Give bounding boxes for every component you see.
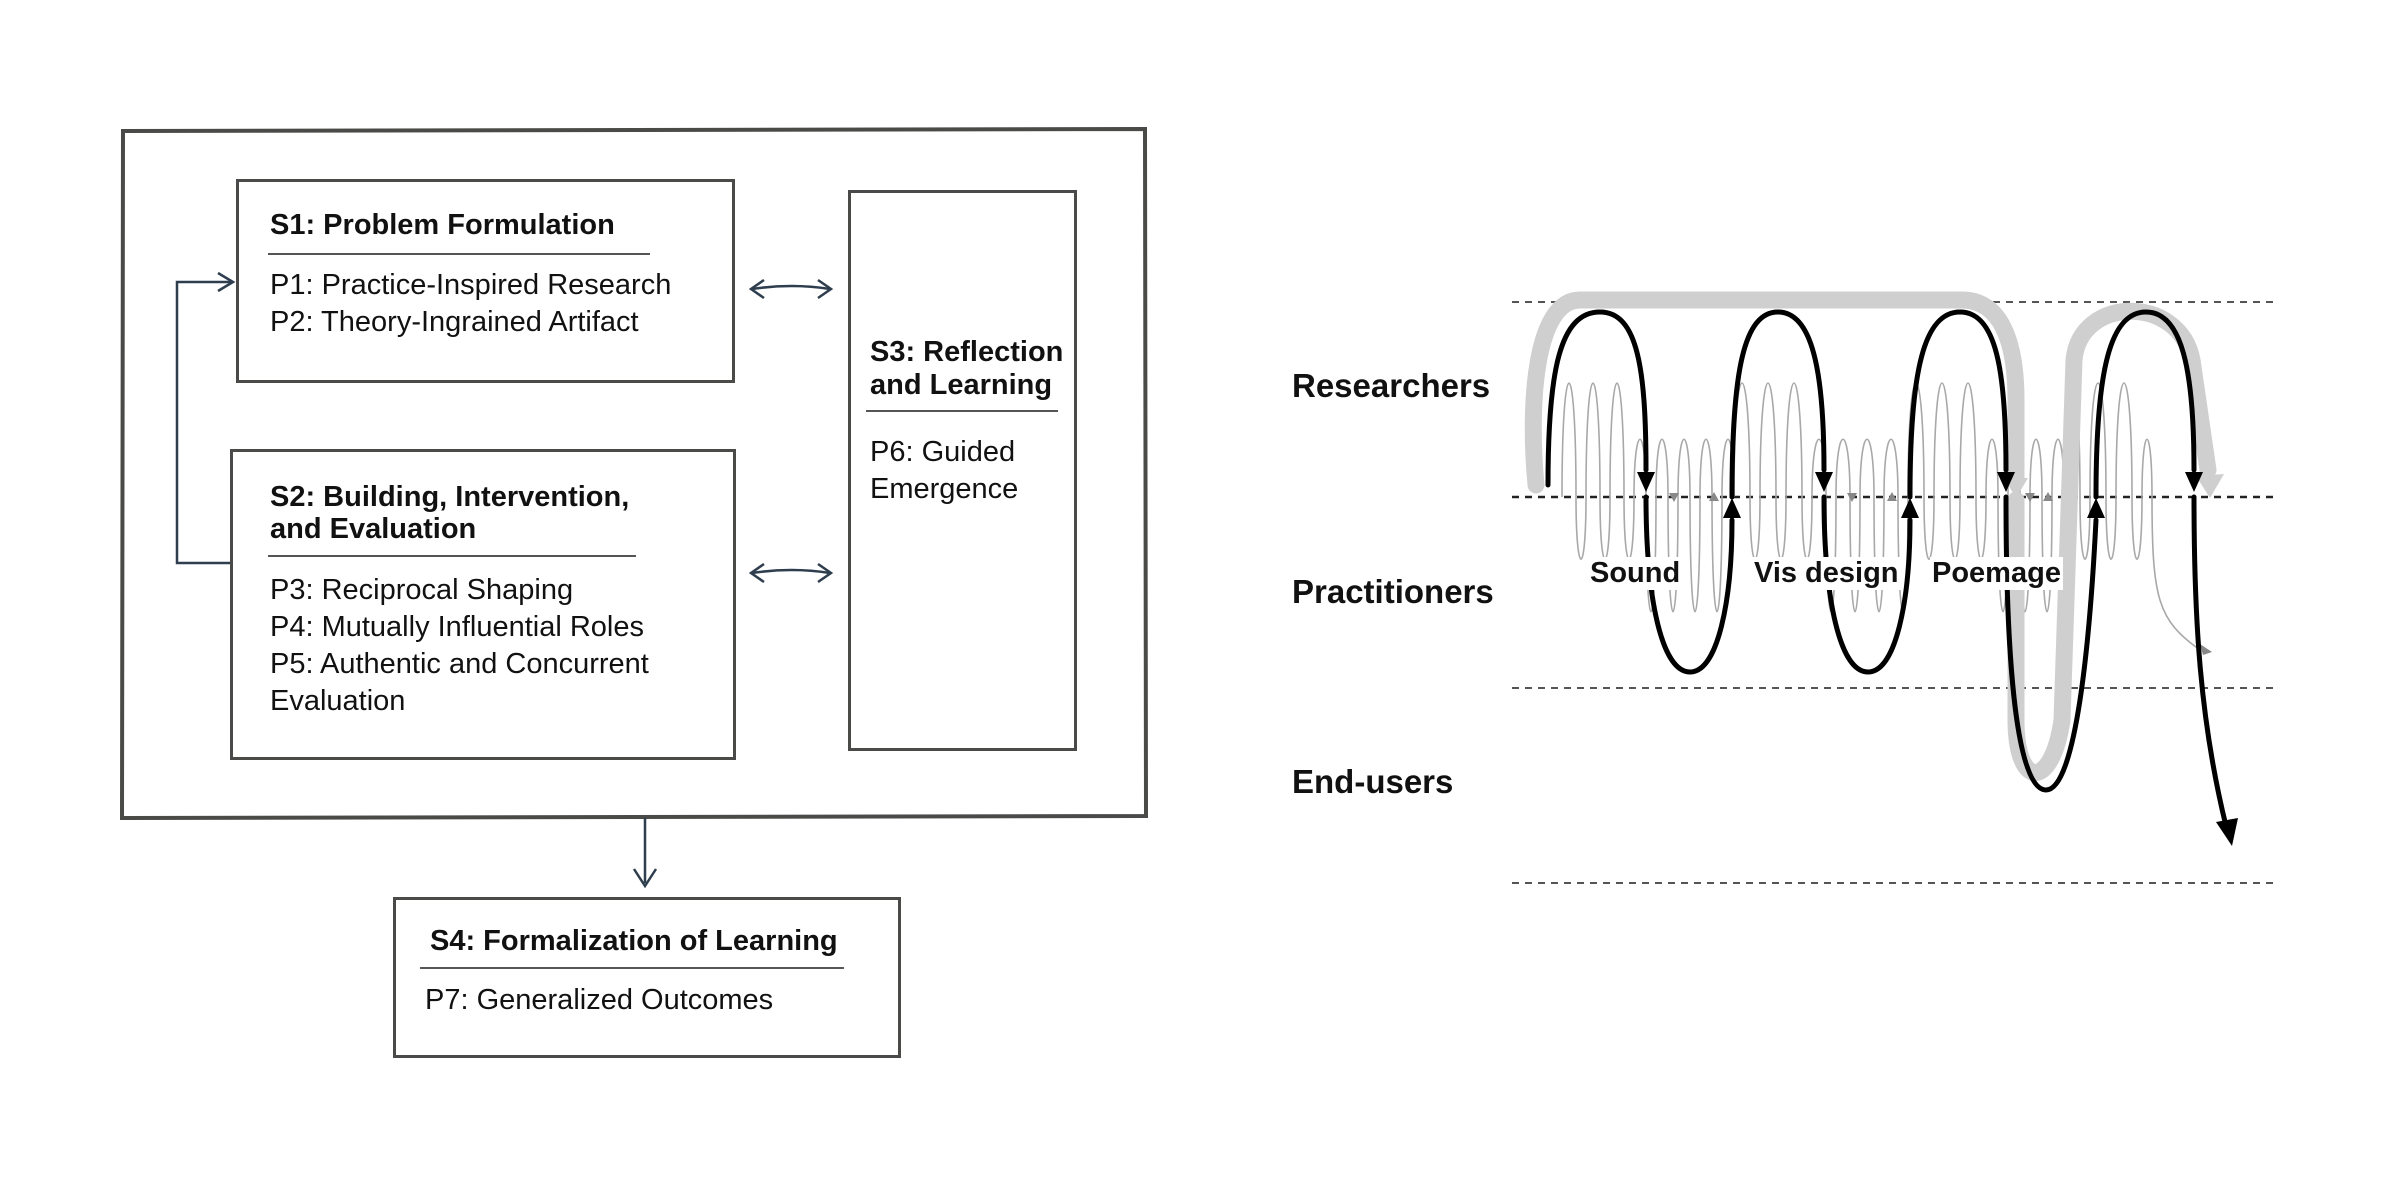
s4-title-rule [420, 967, 844, 969]
s3-principle-6-cont: Emergence [870, 473, 1019, 505]
s1-title-rule [268, 253, 650, 255]
fine-iteration-arrows [1669, 492, 2053, 502]
s4-title: S4: Formalization of Learning [430, 925, 838, 957]
project-label-vis-design: Vis design [1752, 557, 1901, 590]
iteration-loop-arrow [175, 280, 232, 565]
s2-title-line1: S2: Building, Intervention, [270, 481, 630, 513]
s3-principle-6: P6: Guided [870, 436, 1016, 468]
s1-s3-double-arrow [751, 284, 831, 291]
s2-principle-4: P4: Mutually Influential Roles [270, 611, 644, 643]
fine-iteration-path [1561, 382, 2212, 655]
s1-principle-2: P2: Theory-Ingrained Artifact [270, 306, 639, 338]
overall-collaboration-path [1524, 291, 2025, 494]
stage-s1-box [236, 179, 735, 383]
s2-title-line2: and Evaluation [270, 513, 477, 545]
stage-s3-box [848, 190, 1077, 751]
lane-label-researchers: Researchers [1292, 367, 1491, 404]
s3-title-line1: S3: Reflection [870, 336, 1064, 368]
outer-frame [119, 126, 1149, 821]
s2-principle-5-cont: Evaluation [270, 685, 406, 717]
main-iteration-arrows [1637, 472, 2238, 846]
lane-label-end-users: End-users [1292, 763, 1454, 800]
project-label-poemage: Poemage [1930, 557, 2063, 590]
s1-title: S1: Problem Formulation [270, 209, 615, 241]
s2-title-rule [268, 555, 636, 557]
s4-principle-7: P7: Generalized Outcomes [425, 984, 774, 1016]
s3-title-rule [866, 410, 1058, 412]
s2-s3-double-arrow [751, 568, 831, 575]
stage-s2-box [230, 449, 736, 760]
stage-s4-box [393, 897, 901, 1058]
s1-principle-1: P1: Practice-Inspired Research [270, 269, 672, 301]
s2-principle-5: P5: Authentic and Concurrent [270, 648, 649, 680]
project-label-sound: Sound [1588, 557, 1683, 590]
s2-principle-3: P3: Reciprocal Shaping [270, 574, 574, 606]
lane-label-practitioners: Practitioners [1292, 573, 1494, 610]
s3-title-line2: and Learning [870, 369, 1053, 401]
